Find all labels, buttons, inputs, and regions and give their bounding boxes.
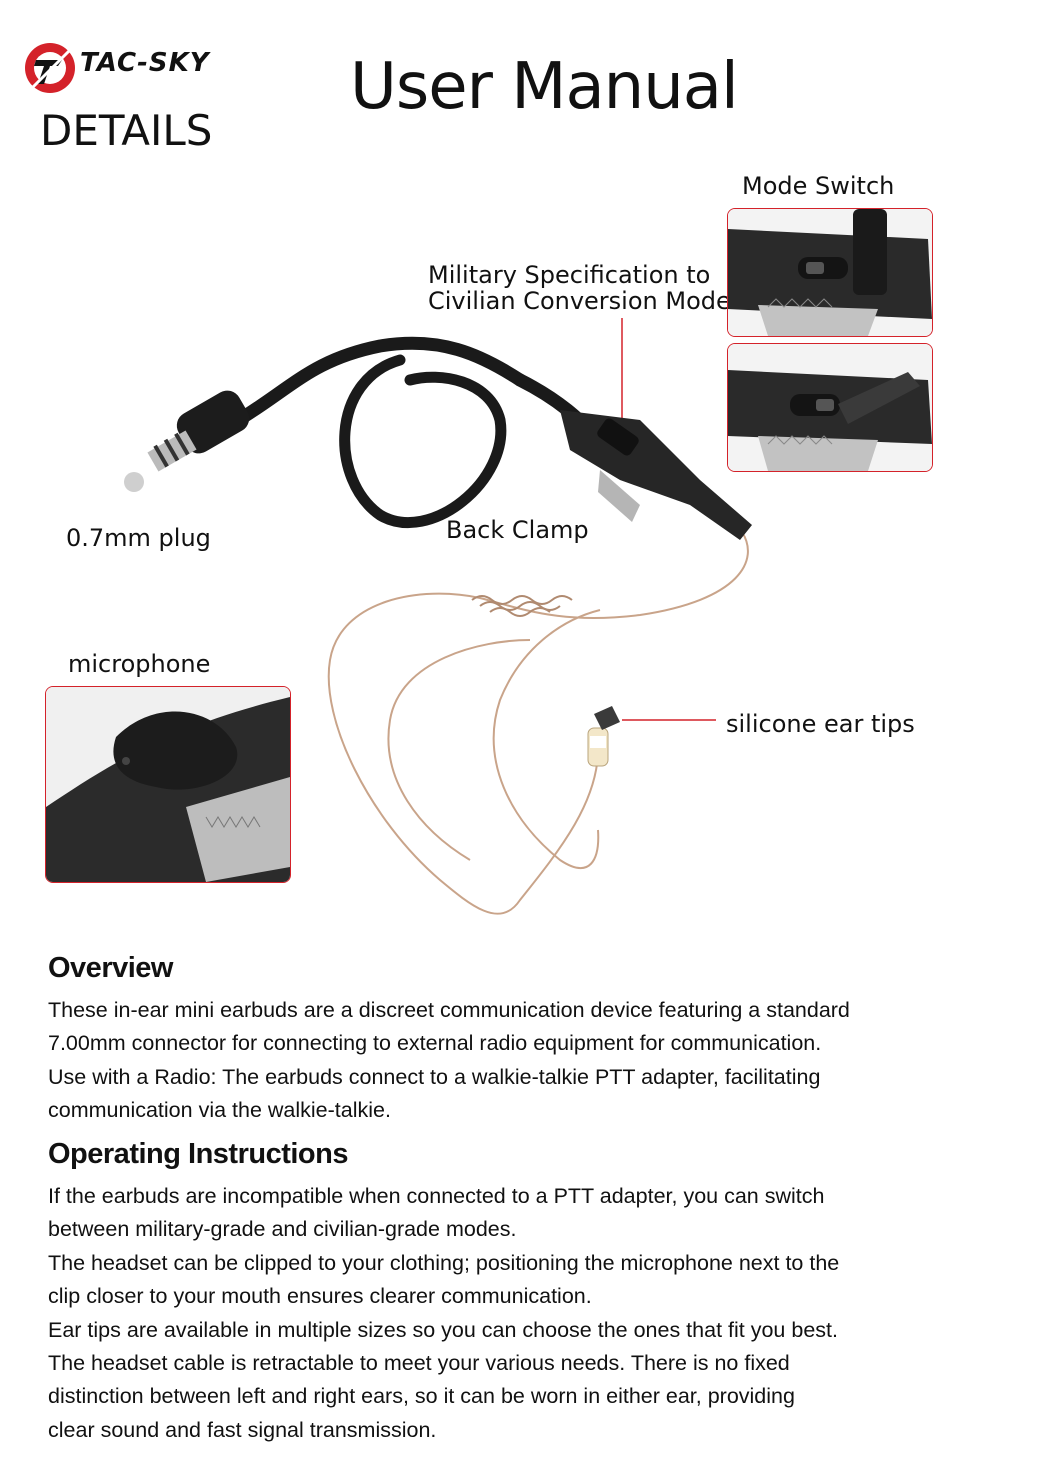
operating-line: The headset can be clipped to your cloth…	[48, 1250, 840, 1275]
page-title: User Manual	[350, 50, 739, 124]
page-subtitle: DETAILS	[40, 106, 213, 155]
operating-line: between military-grade and civilian-grad…	[48, 1217, 517, 1242]
microphone-photo	[45, 686, 291, 883]
microphone-label: microphone	[68, 650, 211, 678]
coiled-cord	[471, 595, 573, 617]
conversion-mode-line-2: Civilian Conversion Mode	[428, 287, 731, 315]
plug-label: 0.7mm plug	[66, 524, 211, 552]
black-cable	[225, 336, 607, 528]
silicone-ear-tip-drawing	[587, 706, 620, 767]
ptt-body	[560, 410, 752, 540]
brand-logo-icon	[25, 43, 75, 93]
conversion-mode-line-1: Military Specification to	[428, 261, 711, 289]
operating-line: If the earbuds are incompatible when con…	[48, 1184, 825, 1208]
operating-line: distinction between left and right ears,…	[48, 1384, 795, 1409]
operating-line: clip closer to your mouth ensures cleare…	[48, 1284, 592, 1309]
mode-switch-photo-civilian	[727, 343, 933, 472]
product-illustration	[124, 318, 752, 915]
ear-tips-label: silicone ear tips	[726, 710, 915, 738]
overview-line: communication via the walkie-talkie.	[48, 1098, 391, 1123]
overview-line: 7.00mm connector for connecting to exter…	[48, 1031, 822, 1056]
mode-switch-label: Mode Switch	[742, 172, 895, 200]
mode-switch-photo-military	[727, 208, 933, 337]
operating-line: The headset cable is retractable to meet…	[48, 1351, 790, 1376]
overview-text: These in-ear mini earbuds are a discreet…	[48, 994, 998, 1128]
brand-name: TAC-SKY	[80, 48, 210, 78]
clear-wire	[327, 531, 749, 915]
overview-heading: Overview	[48, 952, 173, 984]
brand-logo	[22, 38, 262, 98]
operating-line: clear sound and fast signal transmission…	[48, 1417, 437, 1442]
operating-text: If the earbuds are incompatible when con…	[48, 1180, 998, 1447]
operating-heading: Operating Instructions	[48, 1138, 348, 1170]
plug-connector-drawing	[124, 390, 250, 492]
overview-line: Use with a Radio: The earbuds connect to…	[48, 1064, 821, 1089]
operating-line: Ear tips are available in multiple sizes…	[48, 1317, 838, 1342]
overview-line: These in-ear mini earbuds are a discreet…	[48, 998, 850, 1022]
back-clamp-label: Back Clamp	[446, 516, 589, 544]
conversion-mode-label: Military Specification to Civilian Conve…	[428, 262, 731, 314]
